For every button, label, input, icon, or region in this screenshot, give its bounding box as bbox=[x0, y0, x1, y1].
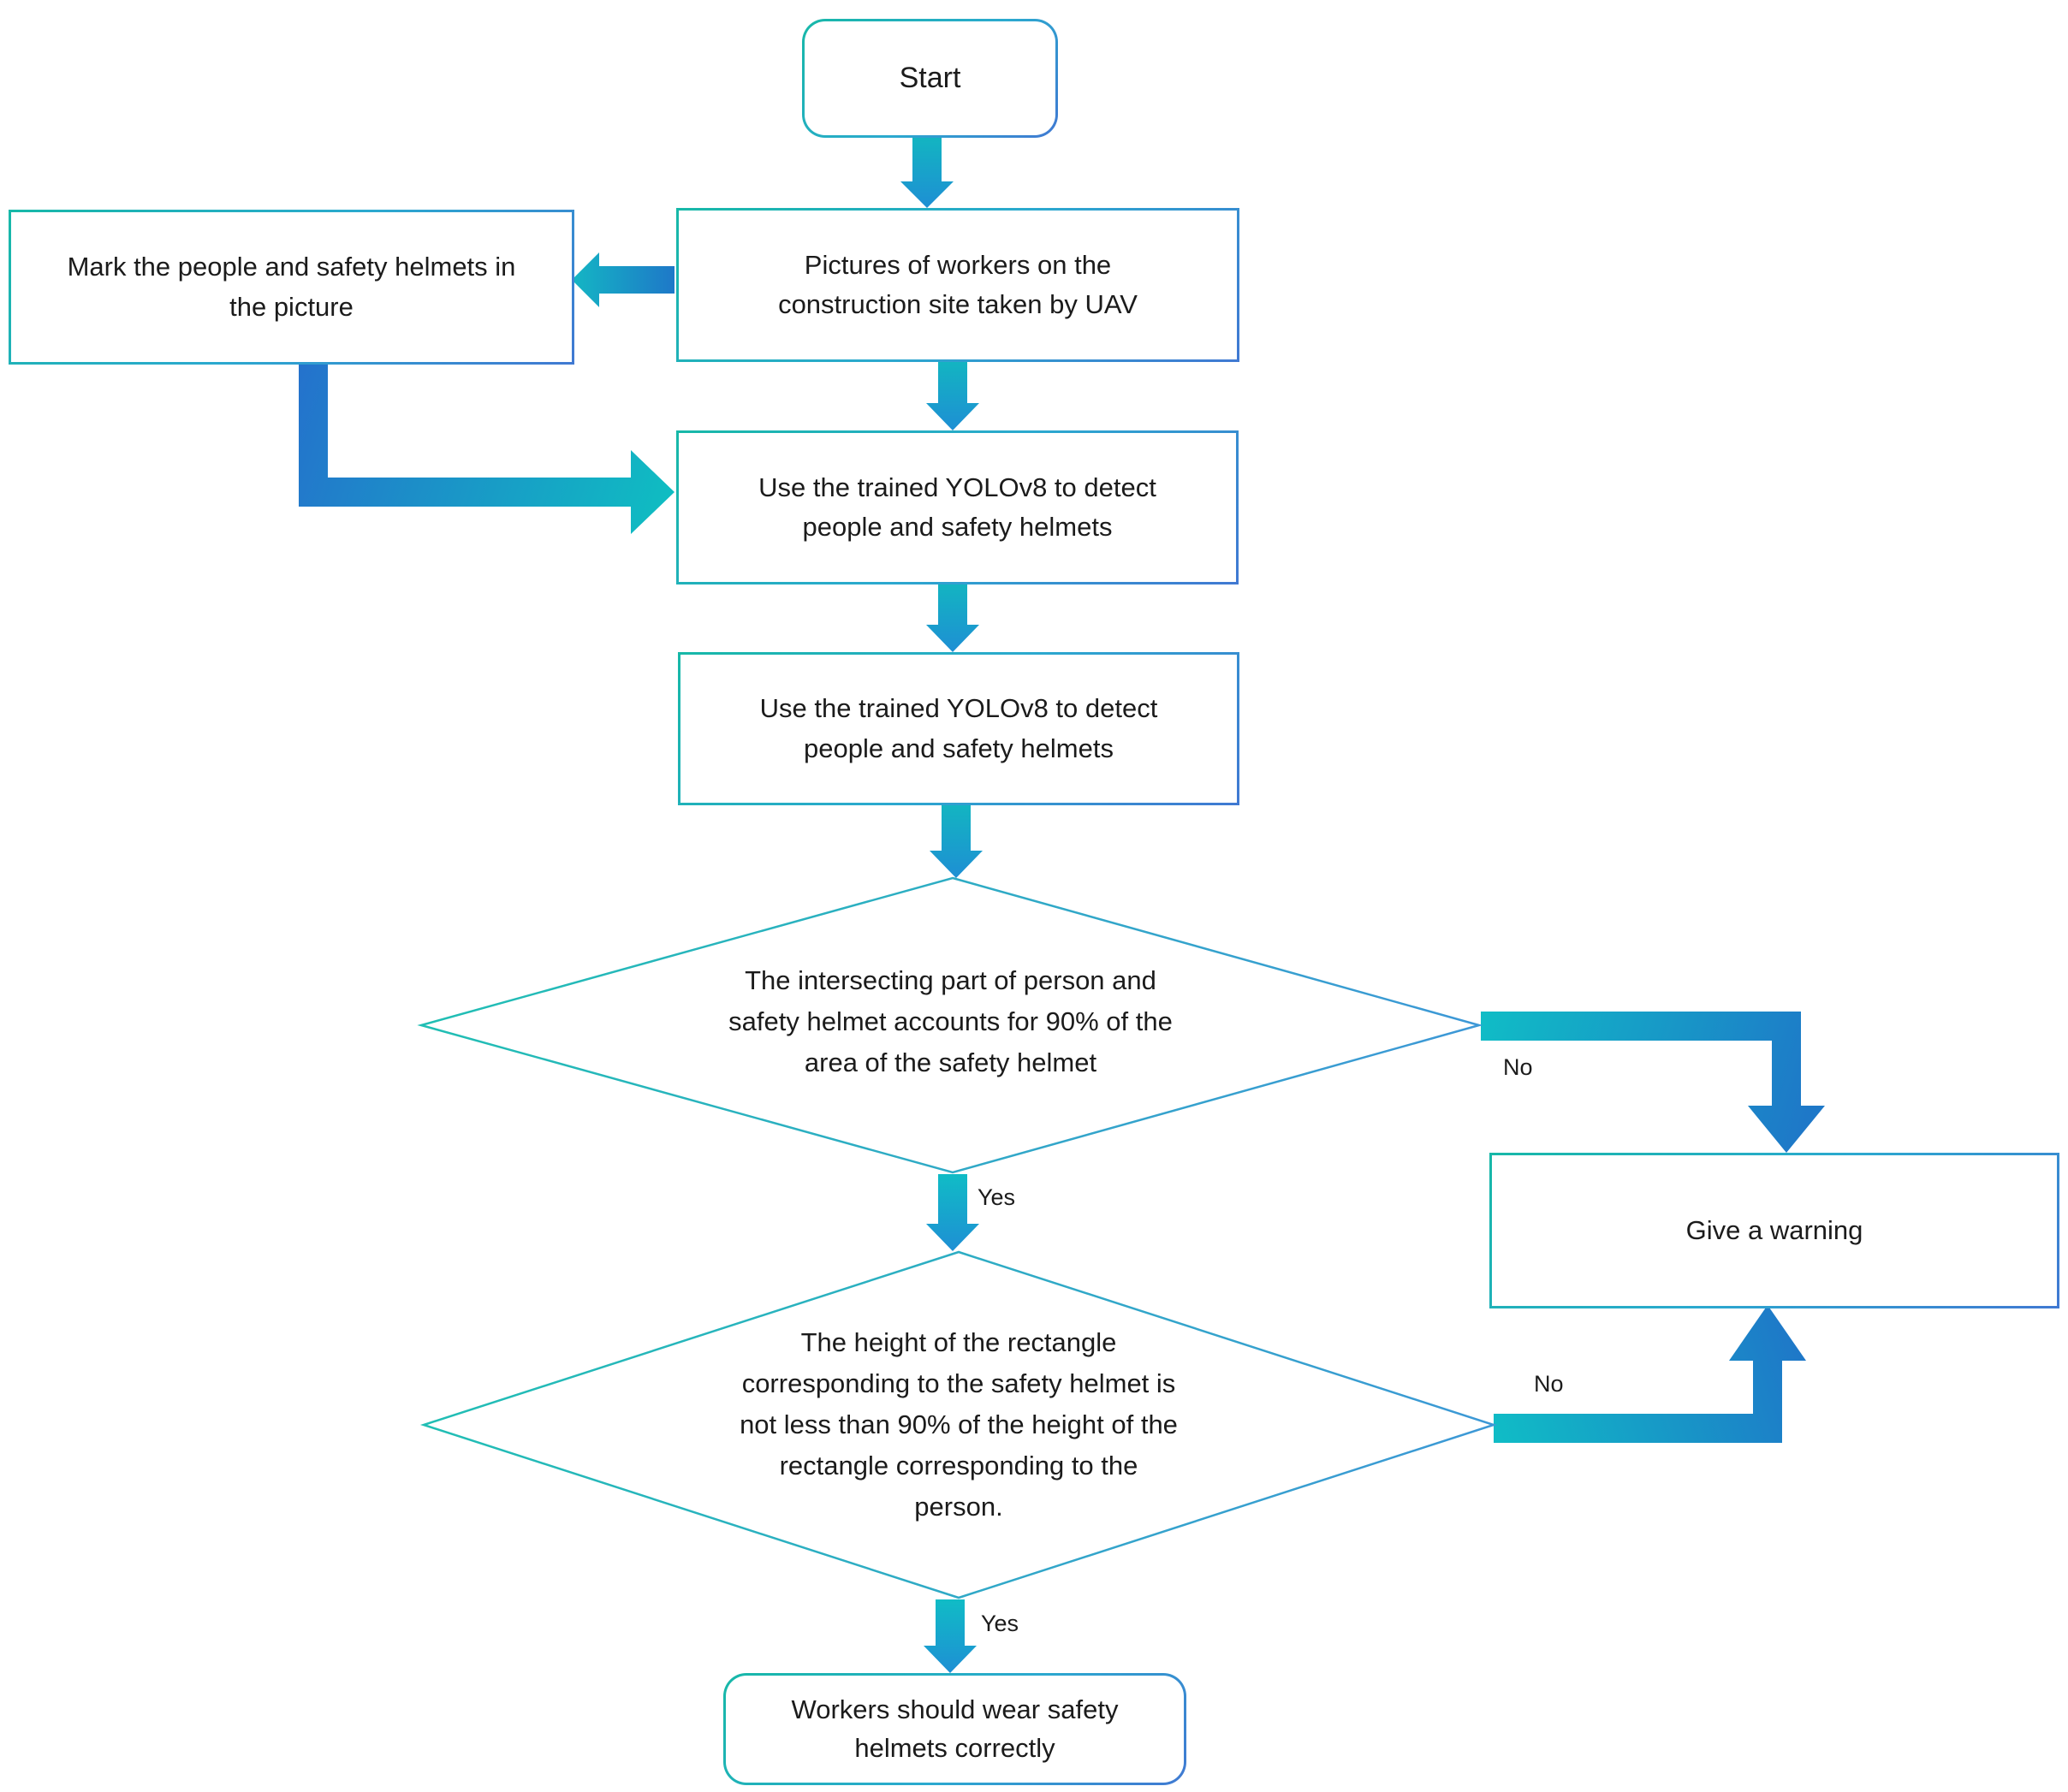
connector-mark-to-yolo1 bbox=[299, 359, 674, 534]
decision1-diamond bbox=[417, 876, 1483, 1174]
label-no-2: No bbox=[1534, 1371, 1564, 1397]
node-pictures: Pictures of workers on the construction … bbox=[676, 208, 1239, 362]
decision2-label: The height of the rectangle correspondin… bbox=[740, 1327, 1178, 1522]
node-warning: Give a warning bbox=[1489, 1153, 2059, 1308]
label-yes-1: Yes bbox=[978, 1184, 1016, 1210]
connector-decision2-yes bbox=[924, 1599, 977, 1673]
node-final: Workers should wear safety helmets corre… bbox=[723, 1673, 1186, 1785]
label-no-1: No bbox=[1503, 1054, 1533, 1080]
node-final-label-wrap: Workers should wear safety helmets corre… bbox=[726, 1676, 1184, 1783]
connector-decision1-no-to-warning bbox=[1481, 1012, 1825, 1153]
connector-decision1-yes bbox=[926, 1174, 979, 1251]
node-mark-label: Mark the people and safety helmets in th… bbox=[67, 252, 516, 322]
node-start: Start bbox=[802, 19, 1058, 138]
node-yolo2-label: Use the trained YOLOv8 to detect people … bbox=[759, 693, 1158, 763]
node-pictures-label: Pictures of workers on the construction … bbox=[778, 249, 1138, 320]
node-yolo1-label: Use the trained YOLOv8 to detect people … bbox=[758, 472, 1156, 543]
node-yolo2: Use the trained YOLOv8 to detect people … bbox=[678, 652, 1239, 805]
connector-pictures-to-yolo1 bbox=[926, 357, 979, 430]
connector-yolo2-to-decision1 bbox=[930, 800, 983, 878]
node-start-label: Start bbox=[805, 21, 1055, 135]
node-yolo1: Use the trained YOLOv8 to detect people … bbox=[676, 430, 1239, 584]
node-final-label: Workers should wear safety helmets corre… bbox=[791, 1694, 1119, 1763]
decision1-label: The intersecting part of person and safe… bbox=[728, 965, 1173, 1078]
connector-yolo1-to-yolo2 bbox=[926, 579, 979, 652]
connector-start-to-pictures bbox=[900, 133, 954, 208]
connector-decision2-no-to-warning bbox=[1494, 1305, 1806, 1443]
label-yes-2: Yes bbox=[981, 1611, 1019, 1636]
decision2-diamond bbox=[419, 1250, 1498, 1599]
connector-pictures-to-mark bbox=[572, 252, 674, 307]
node-warning-label: Give a warning bbox=[1685, 1214, 1863, 1245]
node-mark: Mark the people and safety helmets in th… bbox=[9, 210, 574, 365]
